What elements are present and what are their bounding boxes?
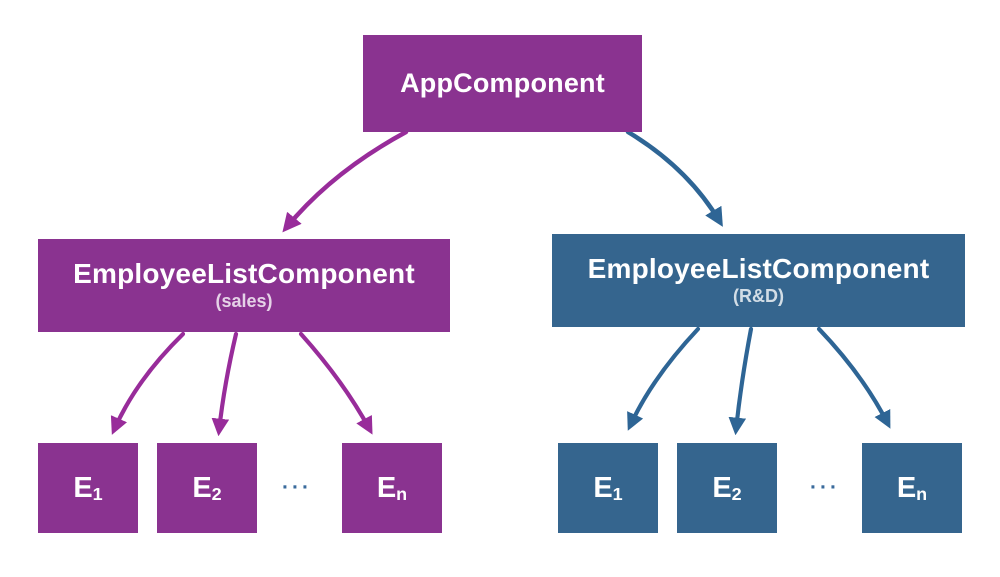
node-sales-employee-1: E1 — [38, 443, 138, 533]
node-app-component-label: AppComponent — [400, 67, 605, 98]
node-sales-employee-2: E2 — [157, 443, 257, 533]
node-sales-employee-n: En — [342, 443, 442, 533]
node-employee-list-rnd: EmployeeListComponent (R&D) — [552, 234, 965, 327]
node-app-component: AppComponent — [363, 35, 642, 132]
sales-ellipsis: ··· — [282, 476, 312, 499]
node-rnd-employee-n-label: En — [896, 471, 928, 505]
node-rnd-employee-1-label: E1 — [593, 471, 623, 505]
node-rnd-employee-2-label: E2 — [712, 471, 742, 505]
node-rnd-employee-1: E1 — [558, 443, 658, 533]
node-employee-list-sales-label: EmployeeListComponent — [73, 257, 415, 289]
node-employee-list-sales-subtitle: (sales) — [215, 291, 273, 312]
node-sales-employee-n-label: En — [376, 471, 408, 505]
arrow-sales-to-e2 — [211, 331, 239, 437]
arrow-rnd-to-e1 — [627, 326, 701, 431]
arrow-rnd-to-e2 — [728, 326, 754, 436]
arrow-app-to-rnd — [625, 129, 723, 227]
node-employee-list-sales: EmployeeListComponent (sales) — [38, 239, 450, 332]
arrow-sales-to-en — [298, 331, 373, 435]
arrow-sales-to-e1 — [110, 331, 186, 435]
arrow-rnd-to-en — [816, 326, 891, 429]
node-rnd-employee-n: En — [862, 443, 962, 533]
rnd-ellipsis: ··· — [810, 476, 840, 499]
node-sales-employee-1-label: E1 — [73, 471, 103, 505]
node-rnd-employee-2: E2 — [677, 443, 777, 533]
node-employee-list-rnd-subtitle: (R&D) — [733, 286, 784, 307]
arrow-app-to-sales — [282, 129, 409, 233]
node-sales-employee-2-label: E2 — [192, 471, 222, 505]
node-employee-list-rnd-label: EmployeeListComponent — [587, 252, 930, 284]
